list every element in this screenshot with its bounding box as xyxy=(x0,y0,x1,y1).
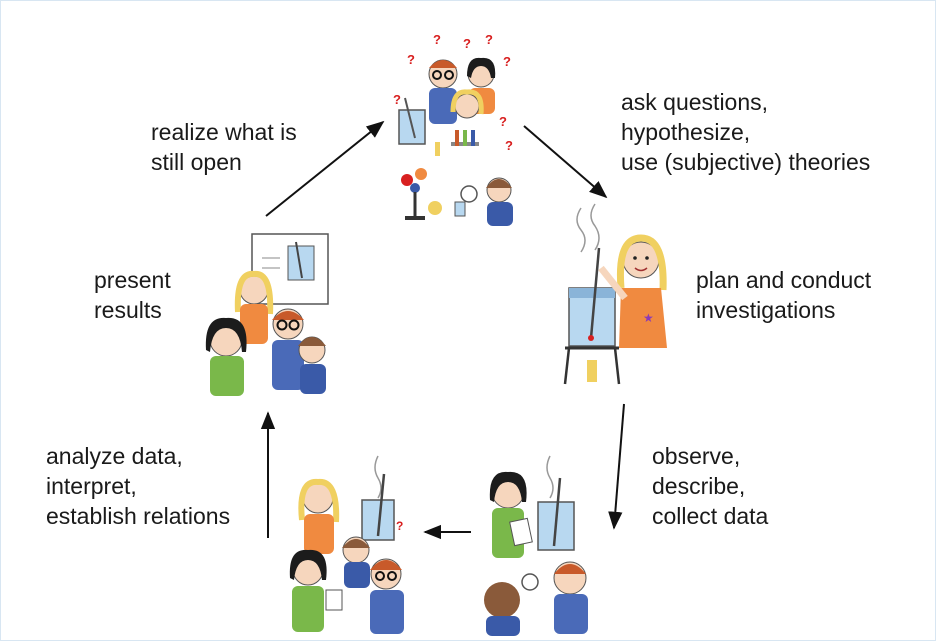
step-observe-line-1: observe, xyxy=(652,443,741,469)
svg-text:?: ? xyxy=(485,32,493,47)
step-observe-line-3: collect data xyxy=(652,503,769,529)
illustration-analysis: ? xyxy=(289,455,404,634)
illustration-observation xyxy=(484,455,588,636)
svg-text:?: ? xyxy=(463,36,471,51)
step-realize-line-1: realize what is xyxy=(151,119,297,145)
svg-text:?: ? xyxy=(433,32,441,47)
svg-text:?: ? xyxy=(503,54,511,69)
illustration-presentation xyxy=(205,233,329,396)
step-ask-line-2: hypothesize, xyxy=(621,119,751,145)
step-analyze-line-3: establish relations xyxy=(46,503,231,529)
svg-text:?: ? xyxy=(499,114,507,129)
step-present-line-1: present xyxy=(94,267,171,293)
arrow-plan-to-observe xyxy=(608,403,625,530)
arrow-ask-to-plan xyxy=(523,125,608,199)
step-analyze-label: analyze data, interpret, establish relat… xyxy=(46,441,230,531)
step-analyze-line-2: interpret, xyxy=(46,473,137,499)
step-plan-label: plan and conduct investigations xyxy=(696,265,871,325)
step-plan-line-1: plan and conduct xyxy=(696,267,872,293)
step-ask-line-1: ask questions, xyxy=(621,89,769,115)
step-realize-line-2: still open xyxy=(151,149,242,175)
illustration-questions: ??? ??? ?? xyxy=(393,32,513,226)
step-observe-line-2: describe, xyxy=(652,473,746,499)
svg-text:★: ★ xyxy=(643,311,654,325)
svg-text:?: ? xyxy=(505,138,513,153)
illustration-investigation: ★ xyxy=(563,203,667,385)
step-ask-line-3: use (subjective) theories xyxy=(621,149,871,175)
step-ask-label: ask questions, hypothesize, use (subject… xyxy=(621,87,870,177)
step-present-label: present results xyxy=(94,265,171,325)
svg-text:?: ? xyxy=(407,52,415,67)
step-realize-label: realize what is still open xyxy=(151,117,297,177)
step-present-line-2: results xyxy=(94,297,162,323)
arrow-present-to-realize xyxy=(265,120,385,217)
svg-text:?: ? xyxy=(396,519,403,533)
svg-text:?: ? xyxy=(393,92,401,107)
step-plan-line-2: investigations xyxy=(696,297,836,323)
step-analyze-line-1: analyze data, xyxy=(46,443,183,469)
step-observe-label: observe, describe, collect data xyxy=(652,441,768,531)
